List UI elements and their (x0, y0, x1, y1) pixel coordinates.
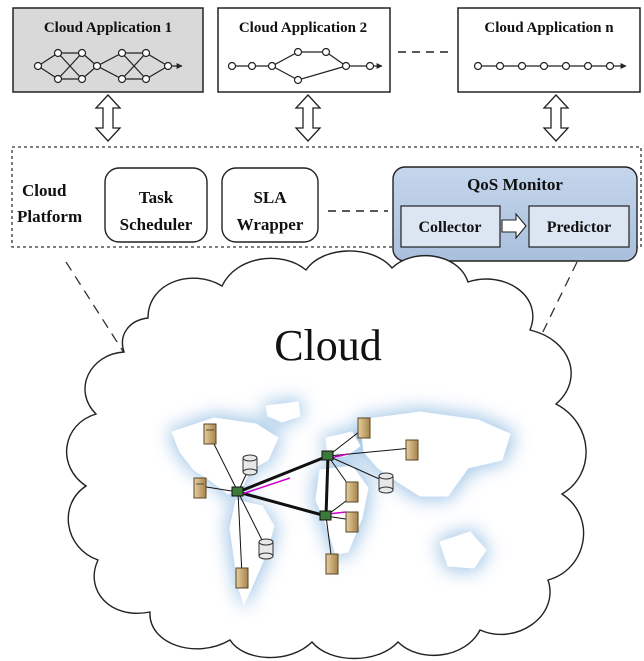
application-1-box: Cloud Application 1 (12, 7, 204, 93)
server-nodes (193, 417, 419, 589)
cloud-platform-container (11, 146, 642, 248)
router-icon (231, 486, 244, 497)
predictor-label: Predictor (547, 219, 612, 236)
collector-box: Collector (400, 205, 501, 248)
platform-label-line1: Cloud (22, 181, 67, 200)
application-2-box: Cloud Application 2 (217, 7, 391, 93)
application-2-label: Cloud Application 2 (239, 20, 367, 36)
double-arrow-app1 (94, 94, 122, 142)
north-america-shape (171, 417, 279, 495)
qos-monitor-title: QoS Monitor (467, 175, 563, 194)
task-scheduler-line2: Scheduler (120, 215, 193, 234)
asia-shape (359, 411, 511, 497)
server-icon (345, 481, 359, 503)
platform-label-line2: Platform (17, 207, 82, 226)
server-icon (203, 423, 217, 445)
cloud-label: Cloud (274, 321, 382, 370)
router-icon (319, 510, 332, 521)
sla-wrapper-box: SLA Wrapper (221, 167, 319, 243)
database-nodes (242, 454, 394, 560)
sla-wrapper-line2: Wrapper (237, 215, 304, 234)
workflow-graph-n (473, 61, 627, 71)
server-icon (193, 477, 207, 499)
workflow-graph-1 (33, 48, 183, 84)
world-map (168, 398, 516, 610)
double-arrow-app2 (294, 94, 322, 142)
greenland-shape (265, 401, 301, 423)
application-1-label: Cloud Application 1 (44, 20, 172, 36)
router-nodes (231, 450, 334, 521)
server-icon (345, 511, 359, 533)
server-icon (357, 417, 371, 439)
database-icon (258, 538, 274, 560)
router-icon (321, 450, 334, 461)
double-arrow-appn (542, 94, 570, 142)
application-n-box: Cloud Application n (457, 7, 641, 93)
server-icon (325, 553, 339, 575)
database-icon (378, 472, 394, 494)
backbone-links (233, 453, 330, 518)
sla-wrapper-line1: SLA (253, 188, 287, 207)
collector-label: Collector (418, 219, 481, 236)
application-n-label: Cloud Application n (484, 20, 614, 36)
collector-to-predictor-arrow (501, 212, 527, 240)
task-scheduler-line1: Task (139, 188, 174, 207)
workflow-graph-2 (227, 47, 383, 85)
server-icon (405, 439, 419, 461)
task-scheduler-box: Task Scheduler (104, 167, 208, 243)
australia-shape (439, 531, 487, 569)
database-icon (242, 454, 258, 476)
qos-monitor-box: QoS Monitor Collector Predictor (392, 166, 638, 262)
predictor-box: Predictor (528, 205, 630, 248)
server-icon (235, 567, 249, 589)
